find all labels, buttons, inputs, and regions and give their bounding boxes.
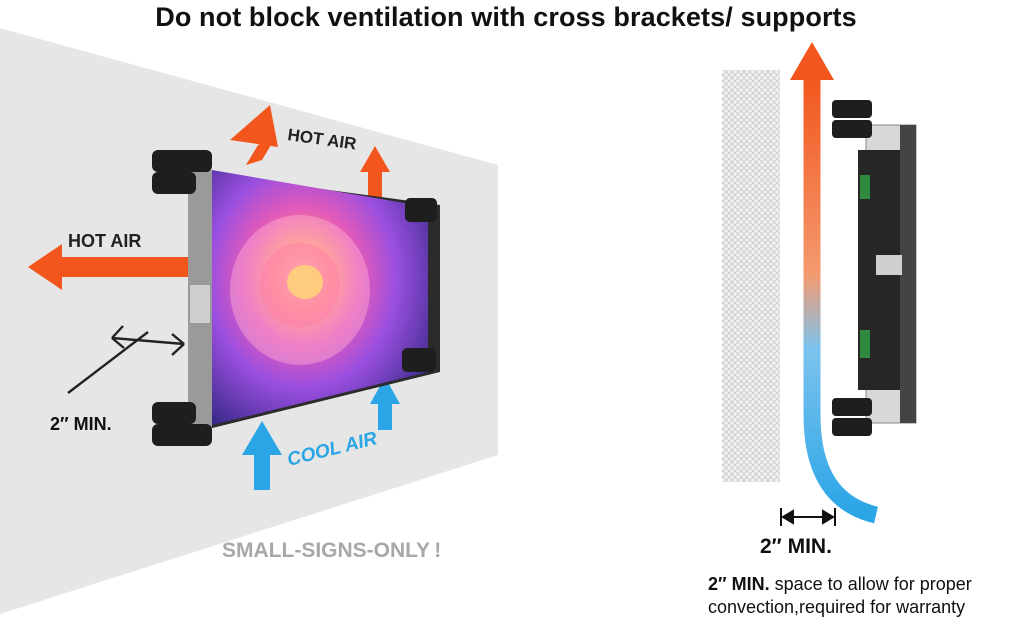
airflow-arrowhead [790,42,834,80]
note-line2: convection,required for warranty [708,597,966,617]
side-handle-top [832,100,872,138]
page-title: Do not block ventilation with cross brac… [155,2,857,32]
hot-air-left-arrow [28,244,198,290]
mounting-handle-bottom-left [152,402,212,446]
cool-air-arrow-1 [242,421,282,490]
hot-air-top-arrow-1 [230,105,278,165]
wall-section [722,70,780,482]
mounting-handle-top-left [152,150,212,194]
hot-air-left-label: HOT AIR [68,231,141,251]
led-panel [188,170,440,440]
clearance-indicator-left [67,325,185,394]
note-line1: space to allow for proper [769,574,972,594]
cool-air-arrow-2 [370,377,400,430]
clearance-label-left: 2″ MIN. [50,414,112,434]
side-handle-bottom [832,398,872,436]
airflow-path [803,78,879,524]
hot-air-top-arrow-2 [360,146,390,198]
warranty-note: 2″ MIN. space to allow for proper convec… [708,573,1008,619]
clearance-label-right: 2″ MIN. [760,535,832,558]
mounting-handle-top-right [405,198,437,222]
mounting-handle-bottom-right [402,348,436,372]
note-bold: 2″ MIN. [708,574,770,594]
watermark-text: SMALL-SIGNS-ONLY ! [222,539,441,562]
led-panel-side-view [858,124,917,424]
clearance-dimension-right [780,508,836,526]
